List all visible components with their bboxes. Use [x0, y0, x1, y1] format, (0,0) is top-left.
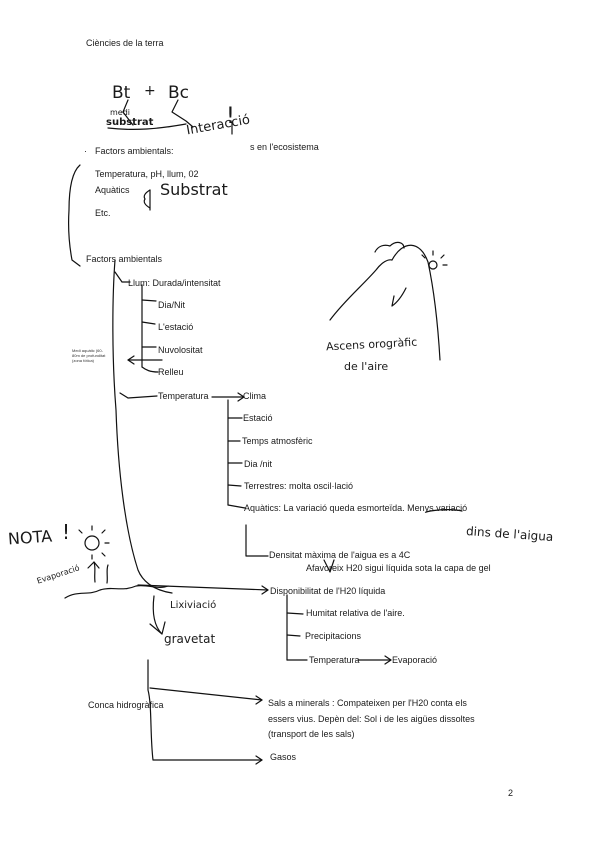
tree-afavoreix: Afavoreix H20 sigui líquida sota la capa…: [306, 563, 491, 573]
conca-label: Conca hidrogràfica: [88, 700, 164, 710]
tree-dia-nit2: Dia /nit: [244, 459, 273, 469]
tree-temp2: Temperatura: [309, 655, 360, 665]
hw-nota: NOTA: [7, 526, 53, 549]
hw-bt: Bt: [112, 83, 131, 103]
page-number: 2: [508, 788, 514, 798]
hw-aire: de l'aire: [344, 360, 389, 373]
tree-disponibilitat: Disponibilitat de l'H20 líquida: [270, 586, 386, 596]
factors-line2: Aquàtics: [95, 185, 130, 195]
conca-sals-line3: (transport de les sals): [268, 729, 355, 739]
tree-t-estacio: Estació: [243, 413, 273, 423]
tree-precipitacions: Precipitacions: [305, 631, 362, 641]
hw-substrat-struck: substrat: [106, 117, 154, 128]
hw-lixiviacio: Lixiviació: [170, 600, 217, 611]
tree-relleu: Relleu: [158, 367, 184, 377]
tree-terrestres: Terrestres: molta oscil·lació: [244, 481, 354, 491]
tree-evaporacio: Evaporació: [392, 655, 438, 665]
bullet-mark: ·: [84, 146, 87, 156]
conca-sals-line1: Sals a minerals : Compateixen per l'H20 …: [268, 698, 467, 708]
tree-dia-nit: Dia/Nit: [158, 300, 186, 310]
side-note: Medi aquàtic (60-80m de profunditat (zon…: [72, 348, 106, 363]
tree-densitat: Densitat màxima de l'aigua es a 4C: [269, 550, 411, 560]
factors-title: Factors ambientals:: [95, 146, 174, 156]
factors-line1: Temperatura, pH, llum, 02: [95, 169, 199, 179]
factors-line3: Etc.: [95, 208, 111, 218]
tree-clima: Clima: [243, 391, 267, 401]
tree-nuvolositat: Nuvolositat: [158, 345, 203, 355]
tree-estacio: L'estació: [158, 322, 194, 332]
tree-root: Factors ambientals: [86, 254, 163, 264]
hw-gravetat: gravetat: [164, 632, 216, 646]
hw-medi: medi: [110, 108, 131, 117]
tree-llum: Llum: Durada/intensitat: [128, 278, 221, 288]
tree-temperatura: Temperatura: [158, 391, 209, 401]
hw-substrat: Substrat: [160, 180, 228, 199]
tree-aquatics: Aquàtics: La variació queda esmorteïda. …: [244, 503, 468, 513]
hw-bc: Bc: [168, 83, 190, 103]
hw-exclaim: !: [226, 104, 235, 129]
ecosistema-fragment: s en l'ecosistema: [250, 142, 319, 152]
tree-temps: Temps atmosfèric: [242, 436, 313, 446]
hw-plus: +: [144, 83, 156, 99]
conca-gasos: Gasos: [270, 752, 297, 762]
page-header: Ciències de la terra: [86, 38, 164, 48]
conca-sals-line2: essers vius. Depèn del: Sol i de les aig…: [268, 714, 475, 724]
hw-nota-exclaim: !: [62, 520, 71, 544]
tree-humitat: Humitat relativa de l'aire.: [306, 608, 405, 618]
